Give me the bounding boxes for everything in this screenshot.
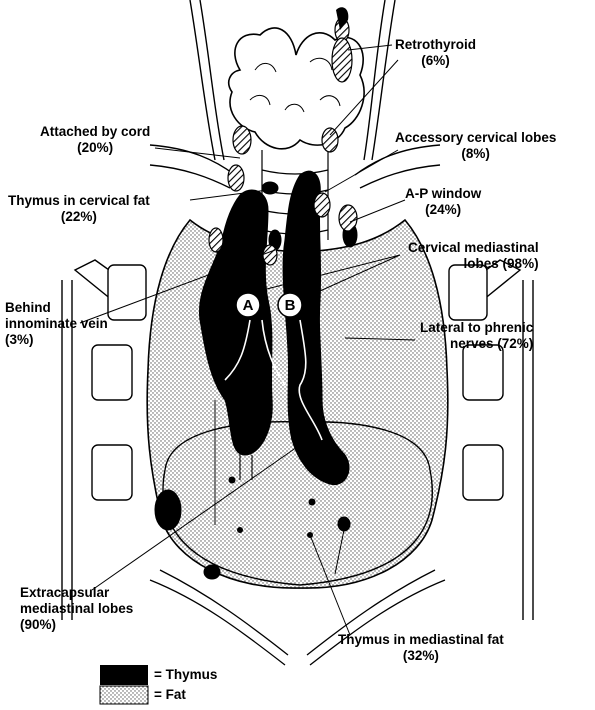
- marker-a: A: [235, 292, 261, 318]
- legend-fat-swatch: [99, 685, 149, 705]
- incision-lines: [149, 569, 446, 666]
- label-attached-by-cord: Attached by cord(20%): [40, 124, 151, 155]
- label-thymus-cervical-fat: Thymus in cervical fat(22%): [8, 193, 150, 224]
- label-accessory-cervical-lobes: Accessory cervical lobes(8%): [395, 130, 557, 161]
- label-thymus-mediastinal-fat: Thymus in mediastinal fat(32%): [338, 632, 504, 663]
- legend-thymus-label: = Thymus: [154, 667, 218, 682]
- legend-thymus-swatch: [100, 665, 148, 685]
- ectopic-hatched-regions: [208, 17, 358, 266]
- phrenic-nerves: [224, 319, 323, 441]
- retrothyroid-top-blob: [336, 7, 349, 31]
- label-ap-window: A-P window(24%): [405, 186, 482, 217]
- leader-lines: [79, 44, 416, 636]
- ribs-right: [448, 259, 534, 620]
- marker-a-label: A: [243, 297, 254, 314]
- thyroid-gland: [228, 27, 365, 150]
- marker-b-label: B: [285, 297, 296, 314]
- thymus-right-lobe: [282, 170, 350, 486]
- marker-b: B: [277, 292, 303, 318]
- label-retrothyroid: Retrothyroid(6%): [395, 37, 476, 68]
- neck-outline: [149, 0, 441, 189]
- ribs-left: [61, 259, 147, 620]
- legend-fat-label: = Fat: [154, 687, 186, 702]
- thymus-tissue: [154, 170, 358, 580]
